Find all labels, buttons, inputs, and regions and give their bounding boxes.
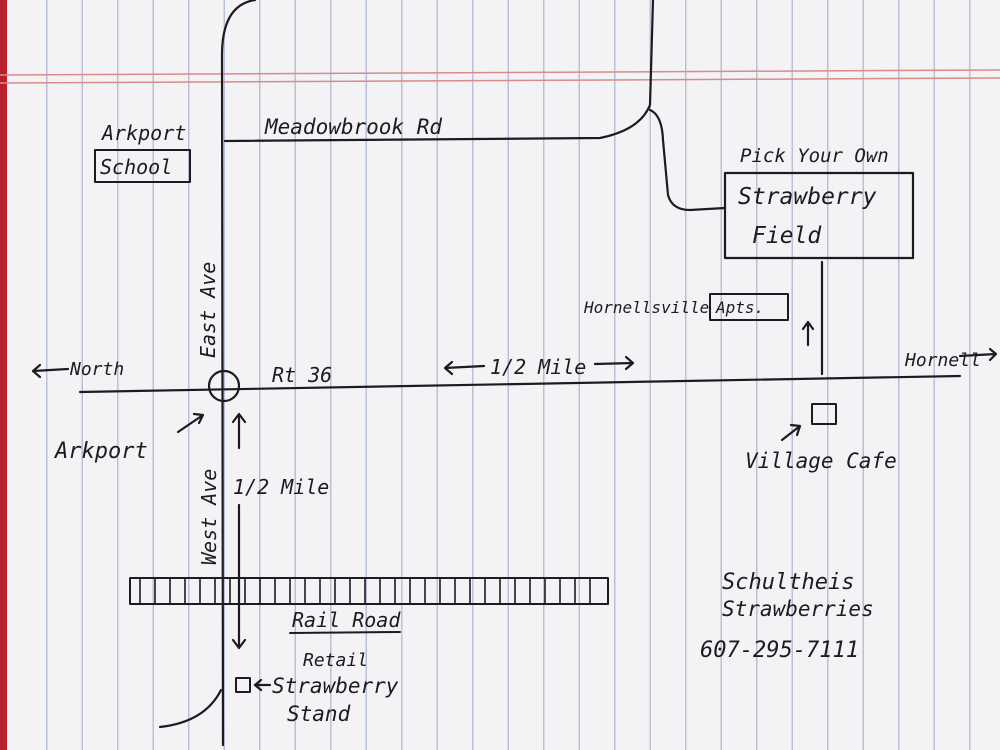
half-mile-down-arrow-icon (231, 503, 247, 650)
pick-your-own-label: Pick Your Own (740, 145, 889, 167)
route-36-label: Rt 36 (272, 363, 332, 387)
retail-stand-square (235, 677, 251, 693)
east-ave-label: East Ave (196, 262, 220, 358)
half-mile-east-label: 1/2 Mile (490, 355, 586, 379)
arkport-school-label: School (100, 155, 172, 179)
railroad-underline (289, 631, 401, 634)
railroad-track (129, 577, 609, 605)
farm-name-line1: Schultheis (722, 570, 854, 595)
half-mile-right-arrow-icon (593, 355, 635, 371)
strawberry-field-box (723, 171, 915, 260)
east-west-ave-road (220, 0, 257, 747)
north-arrow-icon (31, 363, 70, 379)
farm-name-line2: Strawberries (722, 597, 874, 621)
margin-line-upper (0, 69, 1000, 76)
arkport-intersection-circle (207, 369, 241, 403)
half-mile-up-arrow-icon (231, 412, 247, 450)
retail-strawberry-label: Strawberry (272, 674, 399, 698)
apts-box (709, 293, 789, 321)
retail-stand-label: Stand (287, 702, 351, 726)
meadowbrook-road (223, 0, 655, 143)
apts-label: Apts. (715, 298, 764, 317)
margin-line-lower (0, 77, 1000, 84)
strawberry-field-line2: Field (752, 223, 822, 249)
west-ave-label: West Ave (197, 469, 221, 565)
phone-number: 607-295-7111 (700, 638, 859, 663)
road-to-field (648, 108, 727, 212)
arkport-school-box (94, 149, 191, 183)
apts-pointer-arrow-icon (801, 320, 815, 347)
meadowbrook-road-label: Meadowbrook Rd (264, 115, 442, 139)
arkport-label: Arkport (53, 439, 148, 464)
village-cafe-square (811, 403, 837, 425)
route-36-road (78, 374, 962, 394)
village-cafe-label: Village Cafe (745, 449, 897, 473)
railroad-label: Rail Road (292, 608, 401, 632)
hornell-arrow-icon (958, 347, 998, 362)
arkport-pointer-arrow-icon (176, 412, 205, 434)
north-label: North (69, 359, 124, 380)
retail-label: Retail (303, 650, 368, 671)
railroad-ties (139, 578, 591, 604)
retail-pointer-arrow-icon (253, 678, 272, 692)
hornell-label: Hornell (904, 350, 981, 371)
arkport-school-name: Arkport (100, 121, 186, 145)
half-mile-south-label: 1/2 Mile (233, 475, 329, 499)
curve-road-bottom (158, 688, 223, 729)
strawberry-field-line1: Strawberry (738, 184, 877, 210)
half-mile-left-arrow-icon (443, 360, 486, 376)
hornellsville-label: Hornellsville (583, 298, 709, 317)
cafe-pointer-arrow-icon (780, 423, 802, 442)
